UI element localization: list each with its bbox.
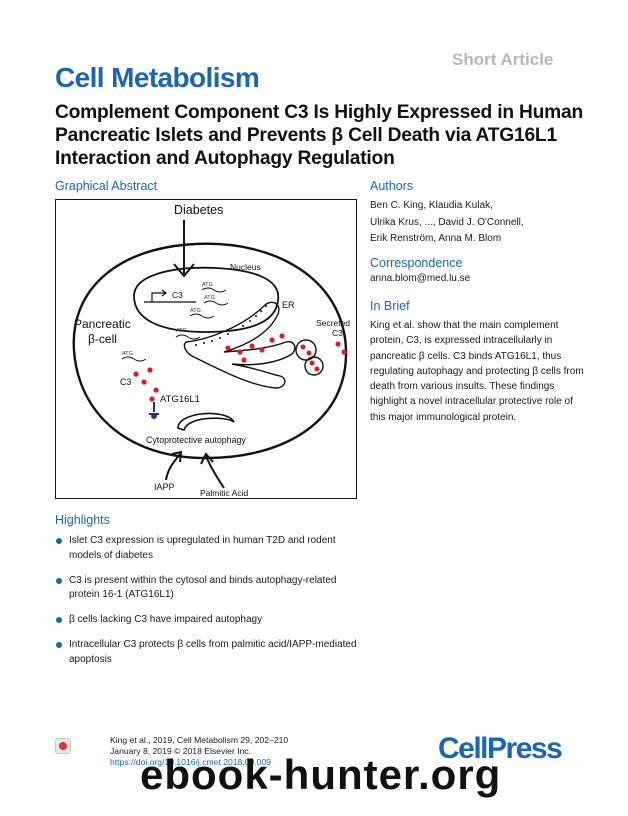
atg16l1-protein [149,402,159,419]
cytosolic-c3-label: C3 [120,377,132,387]
correspondence-email[interactable]: anna.blom@med.lu.se [370,273,471,284]
highlight-item: β cells lacking C3 have impaired autopha… [55,613,365,628]
highlights-heading: Highlights [55,513,110,527]
cell-membrane [72,242,348,460]
cellpress-logo[interactable]: CellPress [438,732,563,765]
bullet-icon [56,642,62,649]
svg-text:ATG: ATG [176,328,187,334]
highlight-item: Intracellular C3 protects β cells from p… [55,638,365,667]
watermark: ebook-hunter.org [140,751,502,798]
bullet-icon [56,577,62,584]
cytosolic-c3-proteins [133,367,159,402]
secreted-c3-label: Secreted [316,318,350,328]
er-ribosomes [195,305,267,346]
citation-line: King et al., 2019, Cell Metabolism 29, 2… [110,735,289,745]
autophagosome [177,412,235,432]
highlight-item: C3 is present within the cytosol and bin… [55,574,365,603]
c3-gene-label: C3 [172,290,183,300]
crossmark-icon[interactable] [55,738,71,754]
svg-text:ATG: ATG [202,282,213,288]
authors-line: Ben C. King, Klaudia Kulak, [370,200,493,211]
iapp-label: IAPP [154,482,175,492]
bullet-icon [56,538,62,544]
er-label: ER [282,300,295,310]
in-brief-heading: In Brief [370,299,410,313]
article-title: Complement Component C3 Is Highly Expres… [55,102,584,169]
palmitic-acid-arrow [205,455,225,489]
doi-link[interactable]: https://doi.org/10.1016/j.cmet.2018.09.0… [110,757,272,767]
cytoprotective-autophagy-label: Cytoprotective autophagy [146,435,246,445]
journal-name[interactable]: Cell Metabolism [55,62,260,93]
diabetes-label: Diabetes [174,203,223,217]
svg-text:ATG: ATG [122,351,133,357]
palmitic-acid-label: Palmitic Acid [200,488,248,498]
pancreatic-label: Pancreatic [74,317,131,331]
nucleus [133,266,279,333]
nucleus-label: Nucleus [230,262,261,272]
endoplasmic-reticulum [183,301,296,389]
er-c3-proteins [225,333,285,363]
beta-cell-label: β-cell [88,332,117,346]
bullet-icon [56,617,62,624]
highlight-item: Islet C3 expression is upregulated in hu… [55,534,365,563]
graphical-abstract-heading: Graphical Abstract [55,179,158,193]
article-type: Short Article [452,50,554,69]
svg-text:ATG: ATG [190,308,201,314]
secreted-c3-proteins [335,341,347,355]
iapp-arrow [165,453,181,481]
svg-text:C3: C3 [332,328,343,338]
citation-date: January 8, 2019 © 2018 Elsevier Inc. [110,746,252,756]
authors-heading: Authors [370,179,414,193]
c3-gene-promoter-arrow [151,292,166,302]
authors-list: Ben C. King, Klaudia Kulak, Ulrika Krus,… [370,198,610,248]
secretory-vesicles [295,339,324,376]
svg-text:ATG: ATG [204,295,215,301]
citation: King et al., 2019, Cell Metabolism 29, 2… [110,735,288,768]
authors-line: Ulrika Krus, ..., David J. O'Connell, [370,216,524,228]
graphical-abstract-figure: Diabetes Nucleus C3 ATG ATG ATG ER ATG [55,199,357,499]
in-brief-text: King et al. show that the main complemen… [370,320,584,423]
correspondence-heading: Correspondence [370,256,463,270]
atg16l1-label: ATG16L1 [160,394,200,405]
authors-line: Erik Renström, Anna M. Blom [370,233,502,244]
highlights-list: Islet C3 expression is upregulated in hu… [55,534,365,678]
